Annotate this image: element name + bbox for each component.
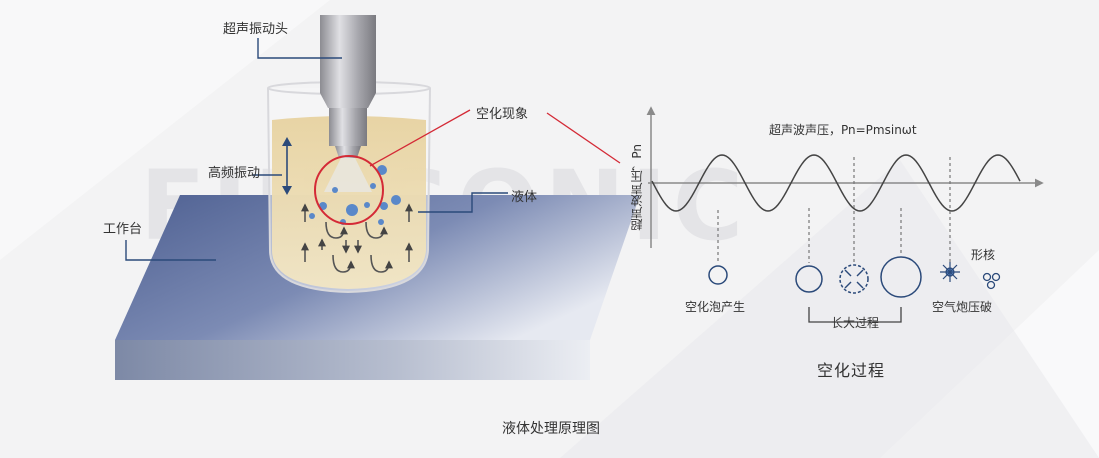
ultrasonic-probe: [320, 15, 376, 192]
sine-wave: [651, 154, 1021, 212]
growing-bubble-icon: [795, 265, 823, 293]
growth-label: 长大过程: [831, 316, 880, 330]
growth-bracket: [808, 307, 902, 323]
bubble-birth-label: 空化泡产生: [685, 300, 746, 314]
label-leaders: [125, 38, 508, 261]
flow-arrows: [301, 203, 413, 273]
vibration-label: 高频振动: [208, 166, 261, 181]
small-bubble-icon: [708, 265, 728, 285]
bg-shape: [560, 160, 1099, 458]
chart-title: 超声波声压，Pn=Pmsinωt: [769, 123, 917, 137]
process-icons: [708, 256, 1001, 323]
collapse-burst-icon: [940, 262, 960, 282]
collapse-label: 空气炮压破: [932, 300, 993, 314]
nucleus-icon: [982, 272, 1001, 290]
nucleus-label: 形核: [971, 248, 996, 262]
caption: 液体处理原理图: [502, 421, 600, 437]
bg-shape: [0, 0, 330, 260]
process-title: 空化过程: [817, 361, 886, 380]
liquid-label: 液体: [511, 190, 538, 205]
cavitation-callout: [314, 109, 621, 225]
phase-guides: [717, 157, 951, 263]
liquid-body: [272, 116, 426, 289]
y-axis-label: 超声波声压，Pn: [630, 144, 644, 231]
pressure-chart: [646, 106, 1044, 263]
vibration-arrow: [282, 137, 292, 195]
transducer-head-label: 超声振动头: [223, 22, 289, 37]
large-bubble-icon: [880, 256, 922, 298]
bubbles: [309, 165, 401, 225]
compressed-bubble-icon: [839, 264, 869, 294]
cavitation-label: 空化现象: [476, 107, 529, 122]
workbench-label: 工作台: [103, 222, 143, 237]
